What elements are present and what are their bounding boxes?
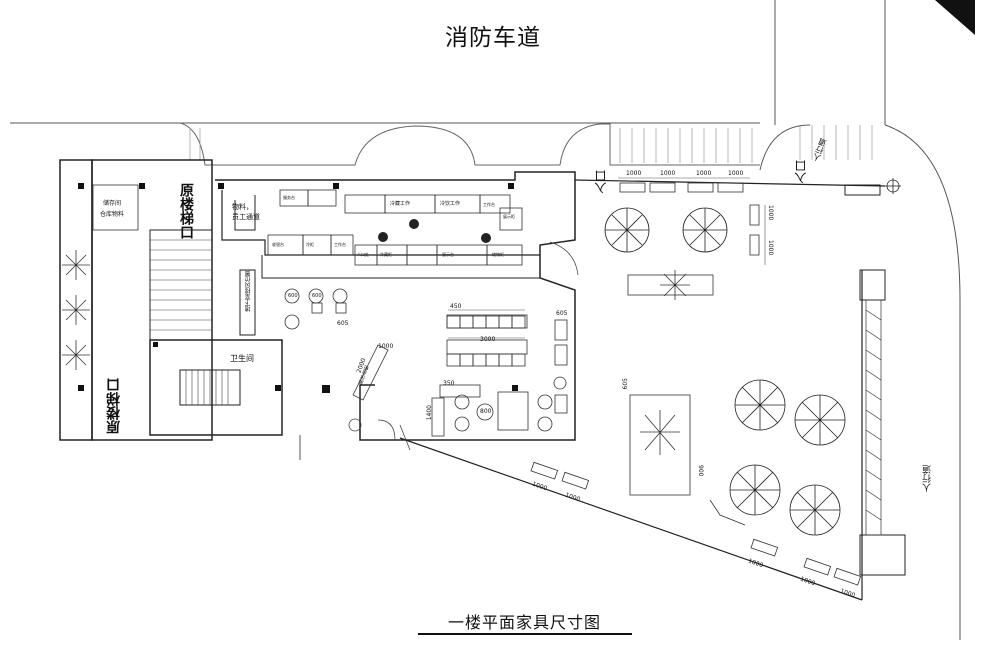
indoor-seating (284, 288, 568, 437)
stair-label-bottom: 原楼梯口 (106, 378, 122, 434)
main-building-outline (215, 171, 576, 441)
dimension-label: 350 (443, 380, 455, 387)
counter-label: 展示柜 (503, 214, 515, 219)
dimension-label: 1000 (660, 170, 676, 177)
dimension-label: 600 (312, 293, 322, 299)
dimension-label: 1000 (767, 205, 774, 221)
dimension-label: 1000 (728, 170, 744, 177)
planter-curbs (179, 122, 760, 166)
toilet-label: 卫生间 (230, 354, 254, 363)
terrace-edge (399, 437, 863, 601)
storage-room (92, 184, 139, 231)
counter-row-top (267, 189, 523, 266)
sidewalk-corner (759, 124, 811, 171)
toilet-stair-treads (185, 370, 229, 405)
drawing-title: 一楼平面家具尺寸图 (448, 613, 602, 632)
sidewalk-curve (884, 124, 961, 640)
dimension-lines (448, 177, 766, 339)
dimension-label: 1000 (767, 240, 774, 256)
dimension-label: 3000 (480, 336, 496, 343)
entrance-label-right: 入口 (794, 160, 808, 184)
toilet-block (149, 339, 283, 436)
counter-label: 工作台 (334, 242, 346, 247)
counter-label: 冷藏柜 (380, 252, 392, 257)
counter-label: 冷藏工作 (390, 201, 411, 207)
dimension-label: 605 (556, 310, 568, 317)
storage-sub-label: 仓库物料 (100, 211, 125, 218)
dimension-label: 1000 (696, 170, 712, 177)
right-hedge (865, 299, 882, 536)
title-underline (418, 633, 632, 635)
sidewalk-label-right: 人行道 (923, 465, 933, 492)
dimension-label: 800 (480, 408, 492, 415)
stair-label-top: 原楼梯口 (178, 183, 194, 239)
dimension-label: 1000 (626, 170, 642, 177)
dimension-label: 600 (288, 293, 298, 299)
dimension-label: 605 (622, 378, 629, 390)
large-plants (640, 270, 690, 455)
dimension-label: 450 (450, 303, 462, 310)
counter-label: 储物柜 (492, 252, 504, 257)
page-title-fire-lane: 消防车道 (445, 25, 541, 51)
column (78, 385, 84, 391)
counter-label: 冷饮工作 (440, 201, 461, 207)
column (139, 183, 145, 189)
counter-label: 服务台 (283, 195, 295, 200)
planter-boxes (530, 182, 862, 586)
underground-label: 地下室排风位置 (245, 270, 252, 312)
staff-passage-label-2: 员工通道 (232, 213, 260, 221)
corner-marker (935, 0, 975, 35)
hatch-crosswalk (189, 125, 873, 163)
left-plants (62, 250, 90, 370)
dimension-label: 1400 (426, 405, 433, 421)
counter-label: 展示台 (442, 252, 454, 257)
column (78, 183, 84, 189)
counter-label: 冷柜 (306, 242, 314, 247)
storage-label: 储存间 (103, 200, 122, 207)
dimension-label: 605 (337, 320, 349, 327)
stair-treads-left (150, 239, 212, 331)
counter-label: 人口处 (357, 252, 369, 257)
counter-label: 收银台 (272, 242, 284, 247)
counter-label: 工作台 (483, 202, 495, 207)
entrance-label-left: 入口 (594, 170, 608, 194)
dimension-label: 1000 (378, 343, 394, 350)
staff-passage-label-1: 物料， (232, 203, 253, 211)
dimension-label: 900 (697, 465, 704, 477)
umbrella-tables (604, 207, 846, 536)
stair-well (149, 229, 213, 341)
